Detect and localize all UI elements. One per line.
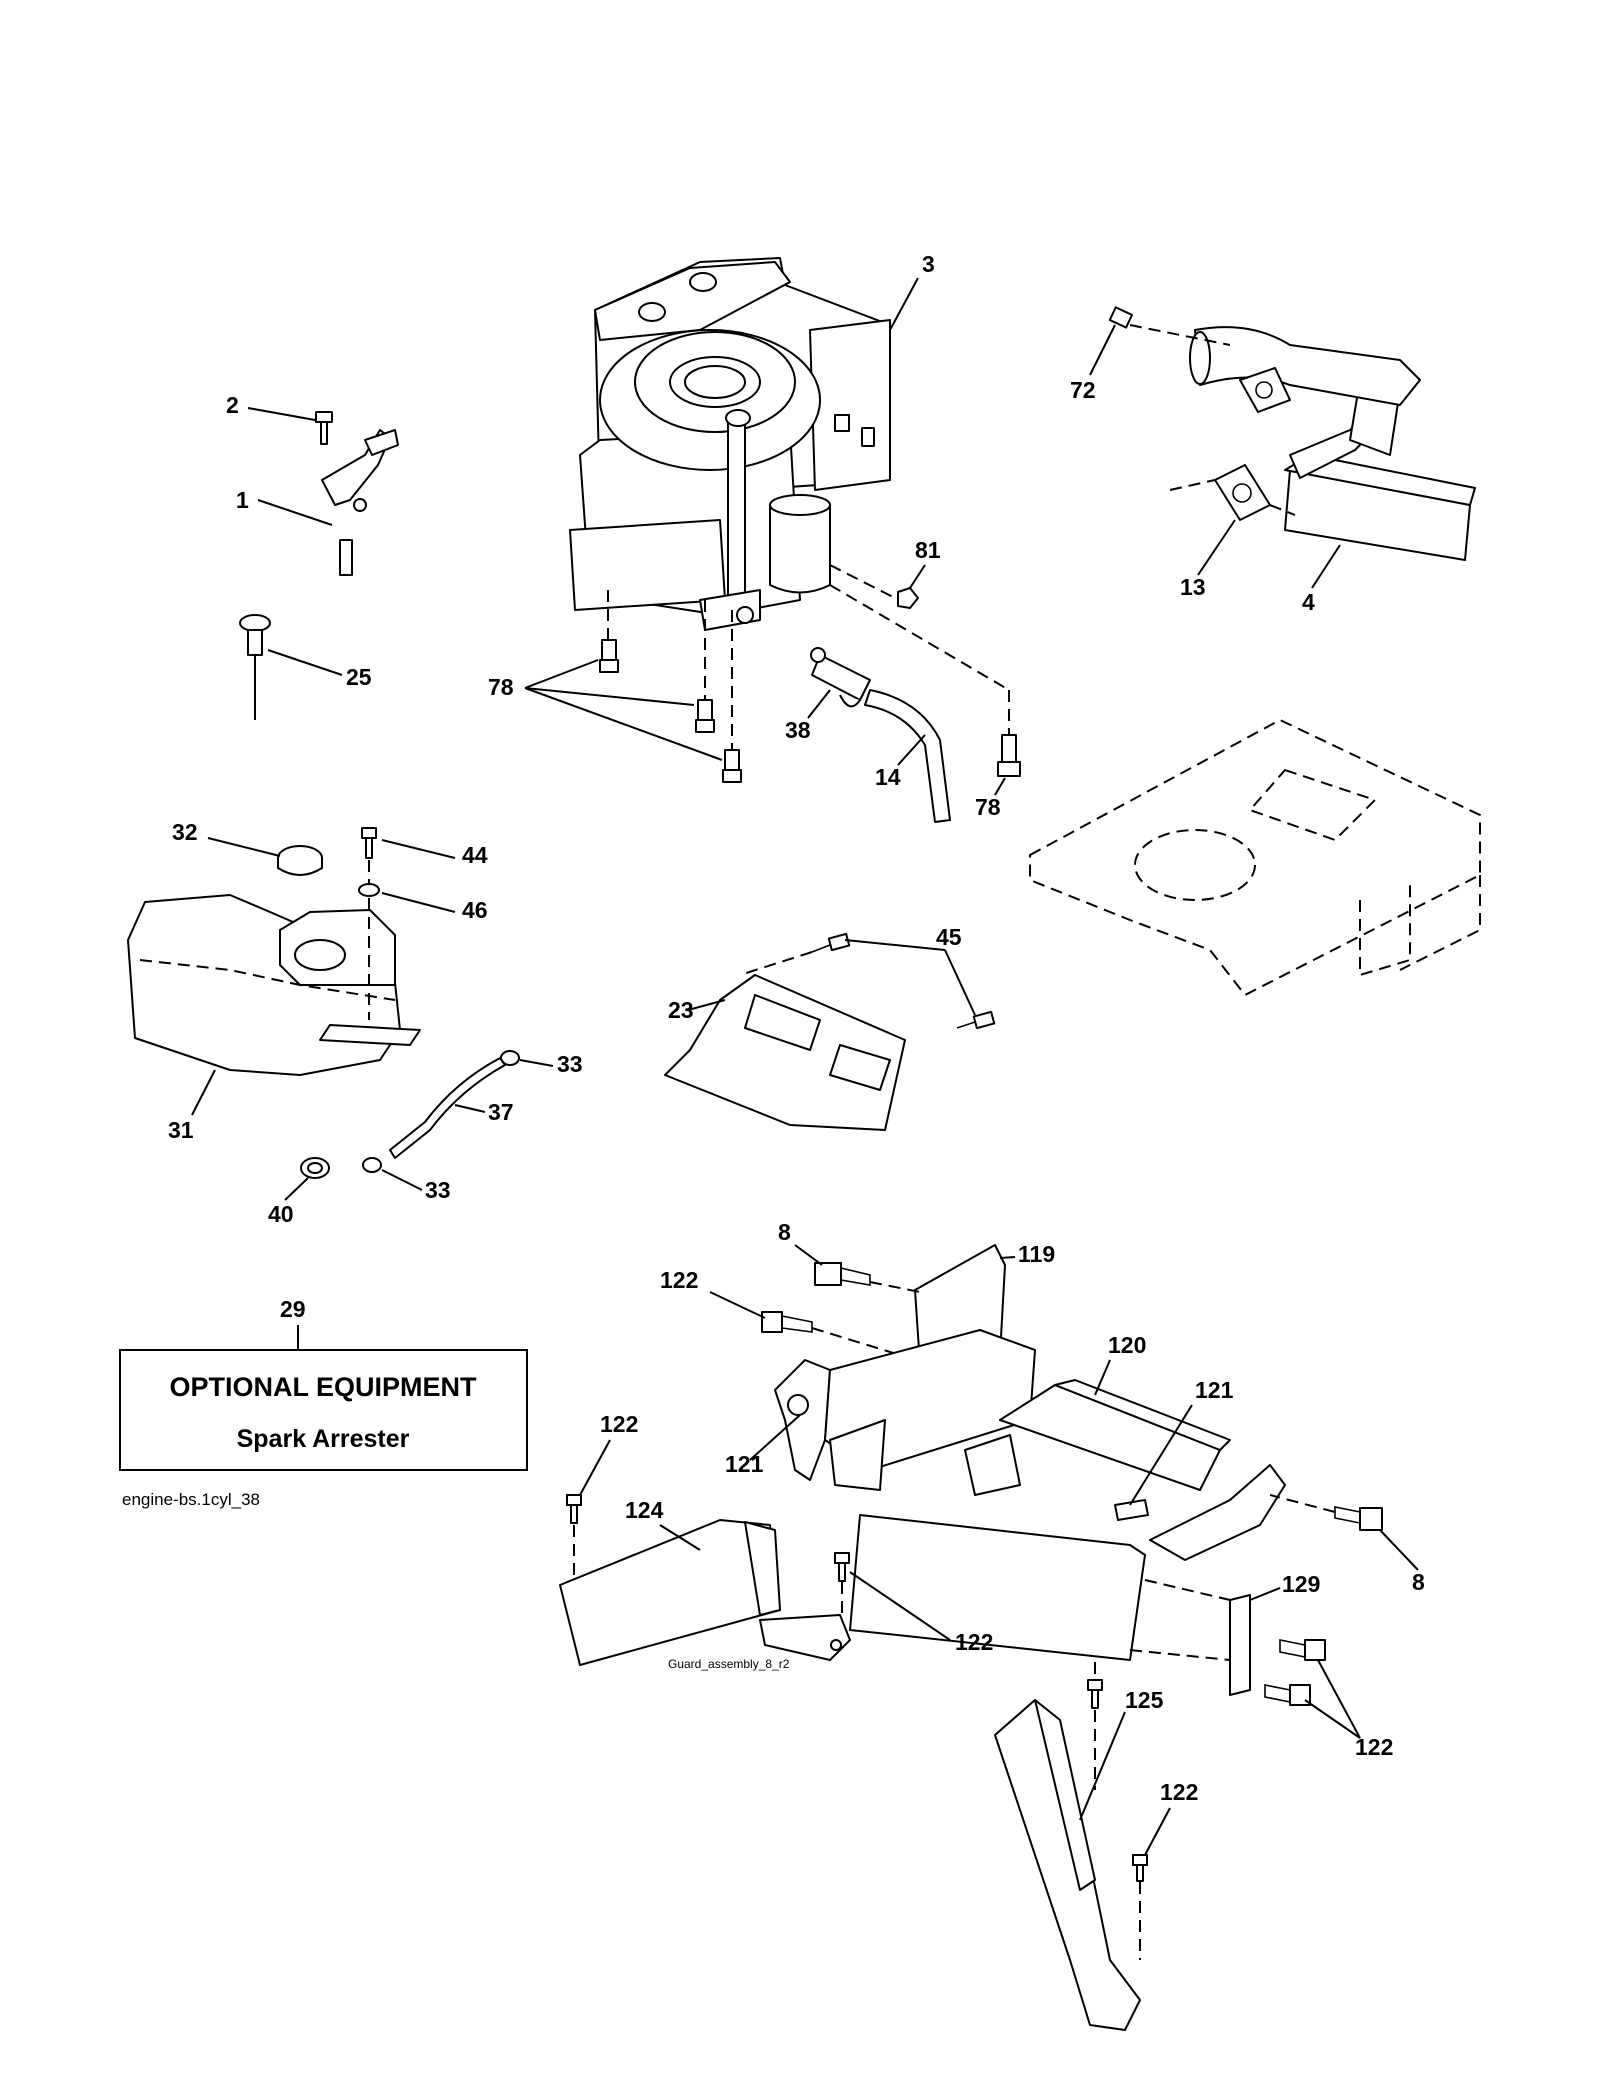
callout-122-top: 122 xyxy=(660,1267,698,1293)
bracket-129 xyxy=(1129,1579,1251,1696)
callout-32: 32 xyxy=(172,819,198,845)
bolt-8-top xyxy=(814,1262,921,1293)
bolt-122-top xyxy=(761,1311,901,1356)
gasket-13 xyxy=(1169,367,1296,521)
callout-122-right: 122 xyxy=(1355,1734,1393,1760)
drawing-id: engine-bs.1cyl_38 xyxy=(122,1490,260,1509)
throttle-control-1 xyxy=(321,429,399,576)
fuel-line-14 xyxy=(864,689,951,823)
chassis-frame xyxy=(1029,718,1481,997)
callout-8-top: 8 xyxy=(778,1219,791,1245)
washer-46 xyxy=(358,883,380,897)
grommet-40 xyxy=(300,1157,330,1179)
guard-125 xyxy=(994,1699,1141,2031)
engine-part-3 xyxy=(569,257,891,631)
bracket-121-right xyxy=(1114,1499,1149,1521)
callout-33-bottom: 33 xyxy=(425,1177,451,1203)
callout-45: 45 xyxy=(936,924,962,950)
bolts-122-right xyxy=(1264,1639,1326,1706)
fuel-filter-38 xyxy=(810,647,871,708)
spark-arrester-label: Spark Arrester xyxy=(237,1425,410,1453)
callout-72: 72 xyxy=(1070,377,1096,403)
callout-46: 46 xyxy=(462,897,488,923)
callout-37: 37 xyxy=(488,1099,514,1125)
callout-29: 29 xyxy=(280,1296,306,1322)
fuel-tank-31 xyxy=(127,894,421,1076)
callout-8-right: 8 xyxy=(1412,1569,1425,1595)
muffler-part-4 xyxy=(1189,326,1476,561)
choke-knob-25 xyxy=(239,614,271,720)
callout-119: 119 xyxy=(1018,1241,1055,1267)
callout-121-left: 121 xyxy=(725,1451,764,1477)
callout-121-right: 121 xyxy=(1195,1377,1234,1403)
callout-122-bottom: 122 xyxy=(1160,1779,1198,1805)
callout-2: 2 xyxy=(226,392,239,418)
callout-31: 31 xyxy=(168,1117,194,1143)
heat-shield-23 xyxy=(664,974,906,1131)
bolt-122-bottom-a xyxy=(1087,1662,1103,1790)
callout-129: 129 xyxy=(1282,1571,1320,1597)
guard-frame-120 xyxy=(849,1379,1286,1661)
guard-124: Guard_assembly_8_r2 xyxy=(559,1519,851,1671)
screw-2 xyxy=(315,411,333,445)
callout-1: 1 xyxy=(236,487,249,513)
callout-44: 44 xyxy=(462,842,488,868)
callout-122-left: 122 xyxy=(600,1411,638,1437)
callout-120: 120 xyxy=(1108,1332,1146,1358)
callout-40: 40 xyxy=(268,1201,294,1227)
callout-38: 38 xyxy=(785,717,811,743)
callout-122-middle: 122 xyxy=(955,1629,993,1655)
fuel-cap-32 xyxy=(277,845,323,876)
screws-45 xyxy=(739,932,996,1030)
callout-3: 3 xyxy=(922,251,935,277)
bolt-72 xyxy=(1108,306,1231,346)
bolt-8-right xyxy=(1269,1494,1383,1531)
callout-25: 25 xyxy=(346,664,372,690)
bolt-122-left xyxy=(566,1494,582,1580)
hose-clamp-33-bottom xyxy=(362,1157,382,1173)
fuel-line-37 xyxy=(389,1057,506,1159)
callout-81: 81 xyxy=(915,537,941,563)
callout-14: 14 xyxy=(875,764,901,790)
callout-125: 125 xyxy=(1125,1687,1164,1713)
callout-13: 13 xyxy=(1180,574,1206,600)
callout-78-right: 78 xyxy=(975,794,1001,820)
optional-equipment-box: OPTIONAL EQUIPMENT Spark Arrester xyxy=(119,1349,528,1471)
bolt-122-bottom xyxy=(1132,1854,1148,1960)
callout-124: 124 xyxy=(625,1497,664,1523)
callout-4: 4 xyxy=(1302,589,1315,615)
callout-33-top: 33 xyxy=(557,1051,583,1077)
bolt-122-middle xyxy=(834,1552,850,1620)
optional-equipment-title: OPTIONAL EQUIPMENT xyxy=(169,1372,477,1402)
bracket-121-left xyxy=(774,1329,1036,1491)
engine-bolts-78 xyxy=(599,584,1021,783)
nut-81 xyxy=(829,564,919,609)
callout-78-left: 78 xyxy=(488,674,514,700)
sub-drawing-id: Guard_assembly_8_r2 xyxy=(668,1657,790,1671)
